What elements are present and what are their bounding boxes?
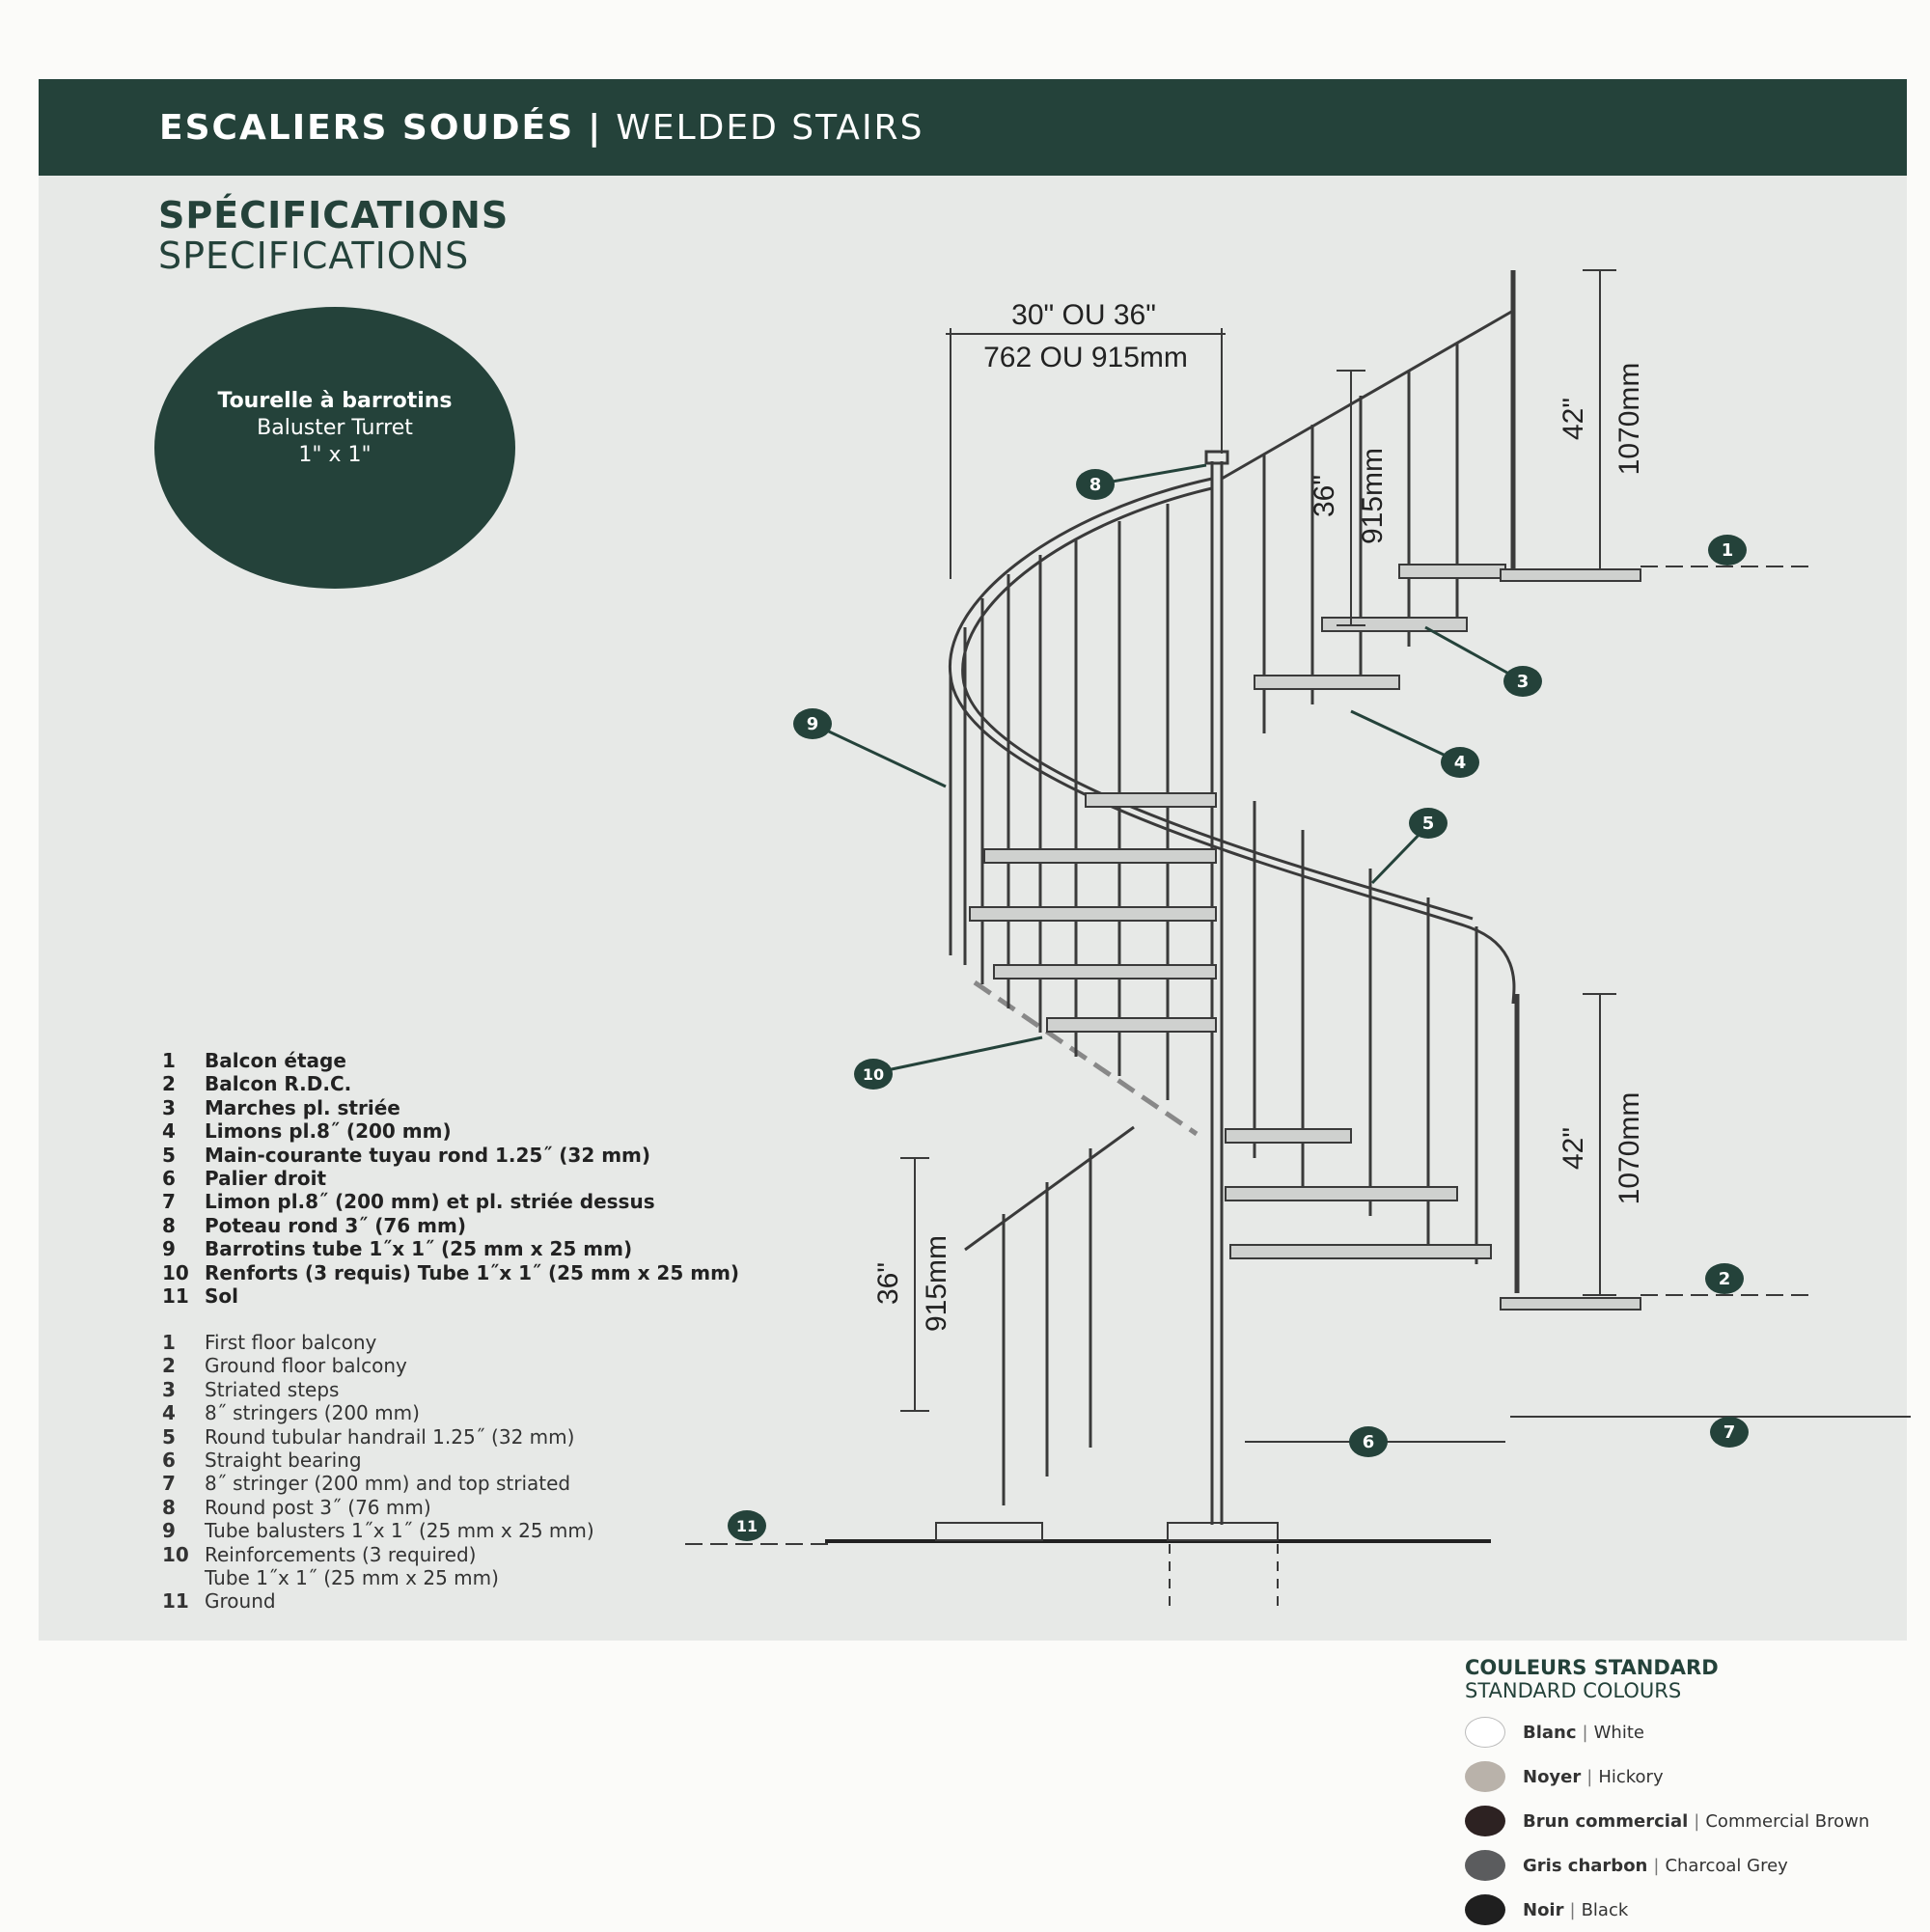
callout-6: 6 xyxy=(1349,1426,1388,1457)
upper-rail-mm-label: 1070mm xyxy=(1613,363,1645,476)
model-name-fr: Tourelle à barrotins xyxy=(217,389,453,413)
colour-option: Noyer|Hickory xyxy=(1465,1754,1869,1799)
colour-option: Noir|Black xyxy=(1465,1888,1869,1932)
callout-3: 3 xyxy=(1503,666,1542,697)
upper-rail-inches-label: 42" xyxy=(1558,398,1589,440)
callout-2: 2 xyxy=(1705,1263,1744,1294)
steps xyxy=(969,564,1641,1311)
header-separator: | xyxy=(588,107,603,148)
colour-swatch-white xyxy=(1465,1717,1505,1748)
specifications-heading: SPÉCIFICATIONS SPECIFICATIONS xyxy=(158,195,509,276)
model-name-en: Baluster Turret xyxy=(257,416,413,440)
dimension-lines xyxy=(900,269,1616,1443)
bottom-rail-mm-label: 915mm xyxy=(921,1235,952,1332)
svg-text:6: 6 xyxy=(1363,1432,1375,1452)
first-floor-balcony xyxy=(1500,568,1641,582)
lower-rail-mm-label: 1070mm xyxy=(1613,1092,1645,1205)
lower-rail-inches-label: 42" xyxy=(1558,1127,1589,1170)
svg-text:4: 4 xyxy=(1454,753,1467,773)
svg-text:3: 3 xyxy=(1517,672,1530,692)
callout-8: 8 xyxy=(1076,469,1115,500)
model-badge: Tourelle à barrotins Baluster Turret 1" … xyxy=(154,307,515,589)
header-title-en: WELDED STAIRS xyxy=(616,107,924,148)
callout-11: 11 xyxy=(728,1510,766,1541)
colour-swatch-charcoal-grey xyxy=(1465,1850,1505,1881)
spiral-handrail xyxy=(949,477,1516,1005)
colour-option: Gris charbon|Charcoal Grey xyxy=(1465,1843,1869,1888)
legend-item: Tube 1˝x 1˝ (25 mm x 25 mm) xyxy=(205,1566,499,1590)
colour-option: Brun commercial|Commercial Brown xyxy=(1465,1799,1869,1843)
callout-9: 9 xyxy=(793,708,832,739)
colour-swatch-black xyxy=(1465,1894,1505,1925)
header-banner: ESCALIERS SOUDÉS | WELDED STAIRS xyxy=(39,79,1907,176)
svg-text:7: 7 xyxy=(1723,1422,1736,1443)
svg-text:8: 8 xyxy=(1089,475,1102,495)
svg-text:2: 2 xyxy=(1719,1269,1731,1289)
callout-5: 5 xyxy=(1409,808,1448,839)
header-title-fr: ESCALIERS SOUDÉS xyxy=(159,107,575,148)
callout-10: 10 xyxy=(854,1059,893,1090)
colours-title-en: STANDARD COLOURS xyxy=(1465,1679,1682,1702)
balusters xyxy=(949,343,1478,1505)
svg-text:5: 5 xyxy=(1422,814,1435,834)
colours-title-fr: COULEURS STANDARD xyxy=(1465,1656,1719,1679)
colour-option: Blanc|White xyxy=(1465,1710,1869,1754)
ground-floor-balcony xyxy=(1500,1297,1641,1311)
bottom-rail-inches-label: 36" xyxy=(872,1262,904,1305)
specifications-title-en: SPECIFICATIONS xyxy=(158,235,470,277)
callout-4: 4 xyxy=(1441,747,1479,778)
upper-handrail xyxy=(1221,309,1514,481)
standard-colours: COULEURS STANDARD STANDARD COLOURS Blanc… xyxy=(1465,1656,1869,1932)
callout-1: 1 xyxy=(1708,535,1747,566)
svg-text:1: 1 xyxy=(1722,540,1734,561)
post-cap xyxy=(1204,450,1229,465)
width-inches-label: 30" OU 36" xyxy=(1011,299,1156,331)
callouts: 1 2 3 4 5 6 7 8 9 10 11 xyxy=(728,469,1749,1541)
svg-text:9: 9 xyxy=(807,714,819,734)
specifications-title-fr: SPÉCIFICATIONS xyxy=(158,194,510,236)
bottom-base xyxy=(935,1522,1043,1541)
mid-rail-inches-label: 36" xyxy=(1309,475,1340,517)
svg-text:10: 10 xyxy=(863,1065,884,1084)
colour-swatch-hickory xyxy=(1465,1761,1505,1792)
callout-7: 7 xyxy=(1710,1417,1749,1448)
post-base xyxy=(1167,1522,1279,1541)
width-mm-label: 762 OU 915mm xyxy=(983,342,1188,373)
colour-swatch-commercial-brown xyxy=(1465,1806,1505,1836)
header-title: ESCALIERS SOUDÉS | WELDED STAIRS xyxy=(159,108,924,148)
lower-handrail xyxy=(964,1125,1135,1252)
model-size: 1" x 1" xyxy=(298,443,372,467)
mid-rail-mm-label: 915mm xyxy=(1357,448,1389,544)
reinforcement-dashed xyxy=(973,980,1199,1137)
svg-text:11: 11 xyxy=(736,1517,758,1535)
